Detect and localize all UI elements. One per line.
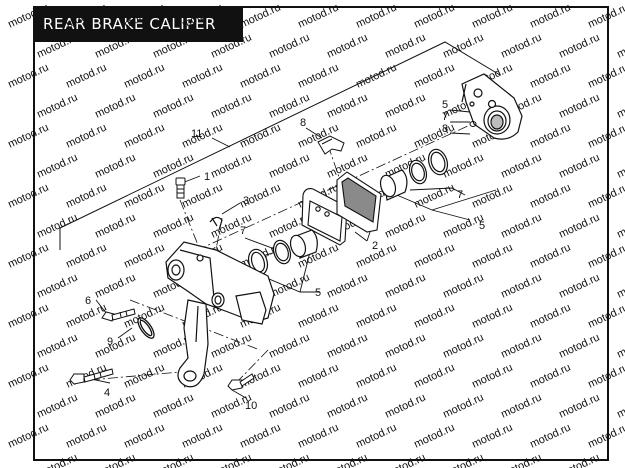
- diagram-title: REAR BRAKE CALIPER: [43, 15, 217, 33]
- assembly-bracket-11: [59, 41, 501, 250]
- callout-3: 3: [243, 195, 249, 207]
- callout-6: 6: [85, 295, 91, 307]
- callout-7-left: 7: [240, 225, 246, 237]
- callout-11: 11: [191, 128, 202, 140]
- right-piston-set-5-7: [379, 148, 449, 201]
- callout-5-right: 5: [479, 220, 485, 232]
- pin-clip-3: [209, 216, 223, 231]
- callout-labels: 1 2 3 4 5 5 5 6 7 7 7 8 8 9 10 11: [85, 99, 485, 412]
- mounting-bolt-4: [69, 368, 114, 385]
- callout-1: 1: [204, 171, 210, 183]
- outer-caliper-housing: [461, 73, 523, 140]
- small-o-ring: [469, 121, 477, 127]
- callout-9: 9: [107, 336, 113, 348]
- callout-8-top: 8: [442, 123, 448, 135]
- callout-5-top: 5: [442, 99, 448, 111]
- callout-4: 4: [104, 387, 110, 399]
- callout-10: 10: [245, 400, 257, 412]
- bleeder-valve-1: [175, 177, 186, 199]
- callout-8-pad: 8: [300, 117, 306, 129]
- inner-caliper-housing: [165, 241, 275, 325]
- callout-7-right: 7: [457, 189, 463, 201]
- title-bar: REAR BRAKE CALIPER: [35, 8, 243, 42]
- sleeve-bolt-6: [101, 308, 136, 322]
- boot-9: [137, 317, 155, 339]
- callout-7-top: 7: [442, 111, 448, 123]
- anti-rattle-spring-8: [317, 135, 345, 155]
- mounting-bracket-arm: [177, 299, 209, 388]
- callout-5-left: 5: [315, 287, 321, 299]
- pin-10: [227, 373, 255, 391]
- callout-2: 2: [372, 240, 378, 252]
- axis-lines: [89, 124, 471, 384]
